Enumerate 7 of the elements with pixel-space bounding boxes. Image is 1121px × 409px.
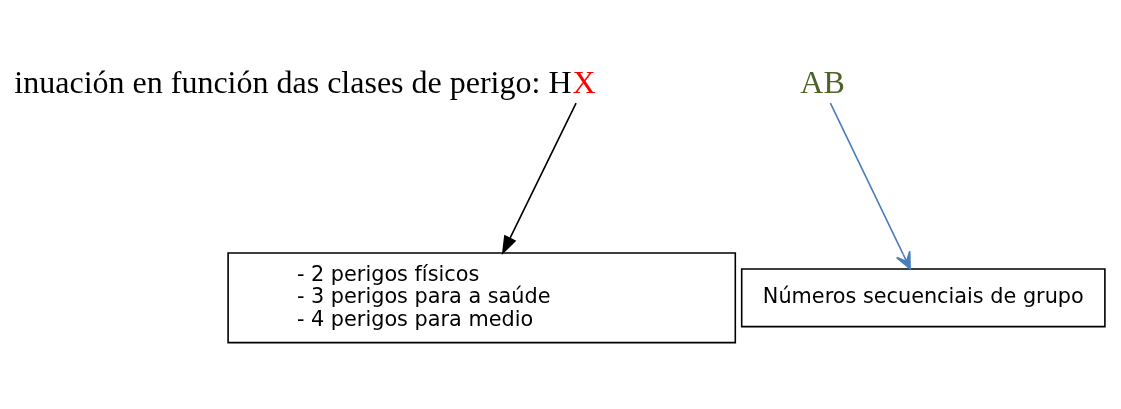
node-box: - 2 perigos físicos - 3 perigos para a saúde - 4 perigos para medio — [227, 251, 737, 343]
node-text: X — [572, 63, 596, 100]
node-text: AB — [800, 63, 845, 100]
arrow — [829, 101, 911, 270]
label: inuación en función das clases de perigo: H — [14, 63, 572, 100]
node-box: Números secuenciais de grupo — [740, 267, 1106, 327]
arrow — [501, 101, 577, 255]
